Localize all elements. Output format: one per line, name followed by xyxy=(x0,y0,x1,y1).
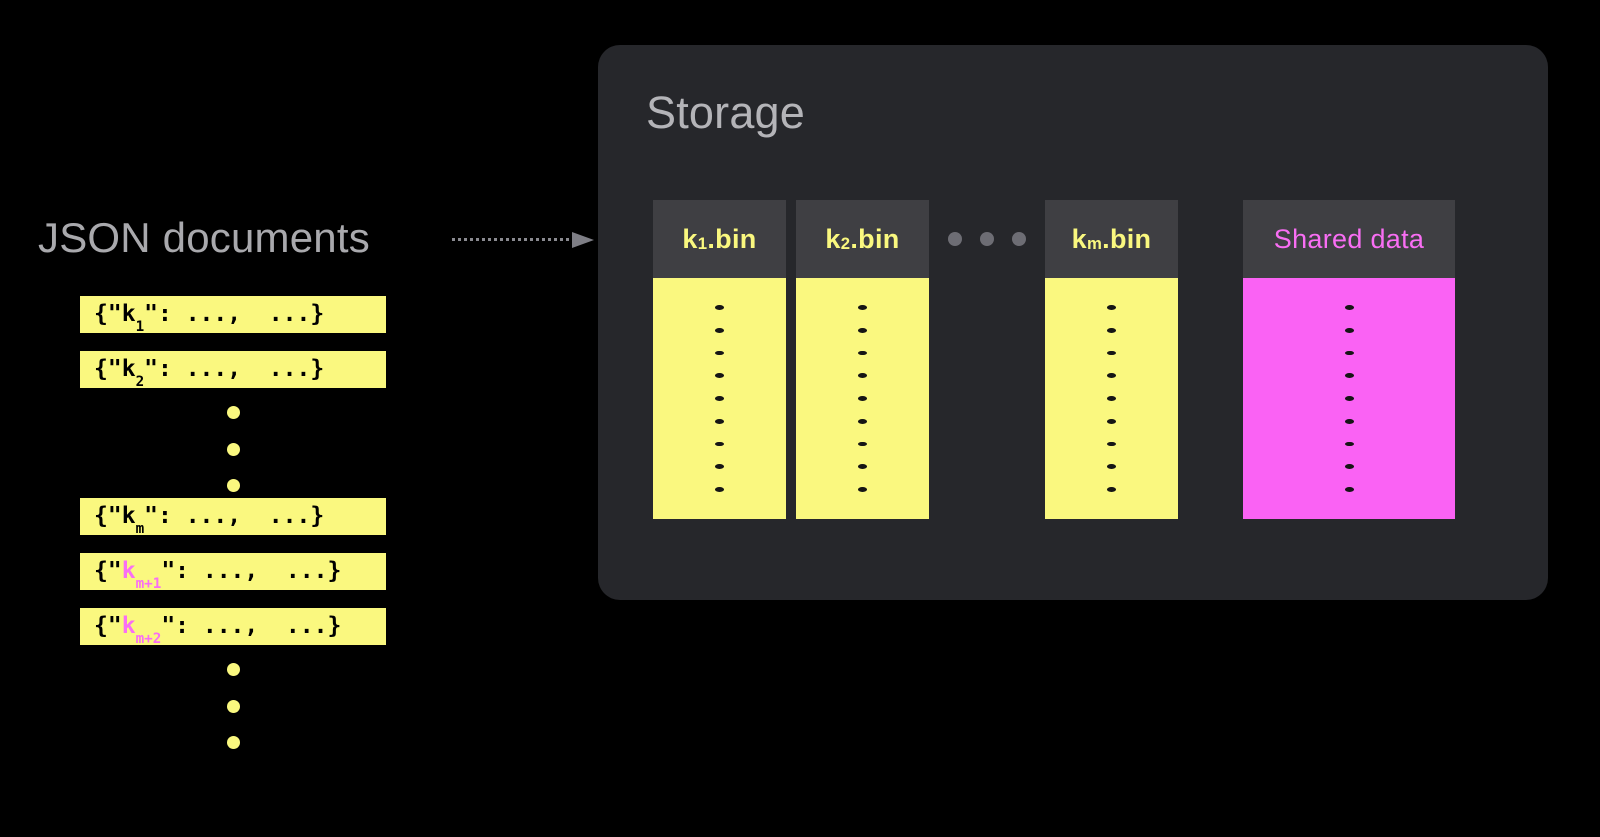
ellipsis-dot xyxy=(226,406,240,419)
ellipsis-dot xyxy=(1012,232,1026,246)
storage-column-body-k2 xyxy=(796,278,929,519)
document-key: km xyxy=(121,503,145,537)
json-document-km1: {"km+1": ..., ...} xyxy=(80,553,386,592)
record-dot xyxy=(1344,464,1354,470)
record-dot xyxy=(715,487,724,493)
record-dot xyxy=(1107,487,1116,493)
json-document-k1: {"k1": ..., ...} xyxy=(80,296,386,335)
document-key: k1 xyxy=(121,301,145,335)
ellipsis-dot xyxy=(226,479,240,492)
ellipsis-dot xyxy=(226,699,240,713)
json-documents-list: {"k1": ..., ...} {"k2": ..., ...} {"km":… xyxy=(80,296,410,755)
json-documents-label: JSON documents xyxy=(38,214,370,261)
json-document-km2: {"km+2": ..., ...} xyxy=(80,608,386,647)
flow-arrow-icon xyxy=(452,232,598,248)
record-dot xyxy=(1344,373,1354,379)
record-dot xyxy=(715,464,724,470)
json-document-km: {"km": ..., ...} xyxy=(80,498,386,537)
record-dot xyxy=(1107,350,1116,356)
storage-columns-ellipsis xyxy=(939,200,1035,278)
record-dot xyxy=(1107,304,1116,310)
documents-ellipsis-lower xyxy=(80,663,386,749)
record-dot xyxy=(1107,418,1116,424)
record-dot xyxy=(1344,418,1354,424)
document-key: km+1 xyxy=(121,558,162,592)
record-dot xyxy=(1107,373,1116,379)
record-dot xyxy=(858,350,867,356)
storage-column-shared-data: Shared data xyxy=(1243,200,1455,519)
record-dot xyxy=(858,418,867,424)
record-dot xyxy=(1107,441,1116,447)
arrow-line xyxy=(452,238,574,241)
record-dot xyxy=(858,304,867,310)
ellipsis-dot xyxy=(226,442,240,456)
record-dot xyxy=(858,373,867,379)
record-dot xyxy=(858,396,867,401)
record-dot xyxy=(715,441,724,447)
ellipsis-dot xyxy=(948,232,962,246)
ellipsis-dot xyxy=(980,232,994,246)
record-dot xyxy=(858,487,867,493)
record-dot xyxy=(1344,487,1354,493)
arrow-head-icon xyxy=(572,232,594,248)
record-dot xyxy=(715,327,724,333)
record-dot xyxy=(858,464,867,470)
storage-column-body-shared-data xyxy=(1243,278,1455,519)
record-dot xyxy=(715,373,724,379)
record-dot xyxy=(1107,327,1116,333)
record-dot xyxy=(1344,327,1354,333)
document-key: k2 xyxy=(121,356,145,390)
record-dot xyxy=(1344,304,1354,310)
record-dot xyxy=(1344,396,1354,401)
json-document-k2: {"k2": ..., ...} xyxy=(80,351,386,390)
ellipsis-dot xyxy=(226,663,240,676)
storage-column-header-shared-data: Shared data xyxy=(1243,200,1455,278)
record-dot xyxy=(1107,464,1116,470)
record-dot xyxy=(715,418,724,424)
record-dot xyxy=(858,327,867,333)
document-key: km+2 xyxy=(121,613,162,647)
record-dot xyxy=(715,304,724,310)
storage-title: Storage xyxy=(646,87,806,138)
record-dot xyxy=(715,396,724,401)
storage-column-body-km xyxy=(1045,278,1178,519)
record-dot xyxy=(1107,396,1116,401)
record-dot xyxy=(858,441,867,447)
storage-column-body-k1 xyxy=(653,278,786,519)
record-dot xyxy=(1344,441,1354,447)
record-dot xyxy=(715,350,724,356)
ellipsis-dot xyxy=(226,736,240,749)
record-dot xyxy=(1344,350,1354,356)
documents-ellipsis-upper xyxy=(80,406,386,492)
